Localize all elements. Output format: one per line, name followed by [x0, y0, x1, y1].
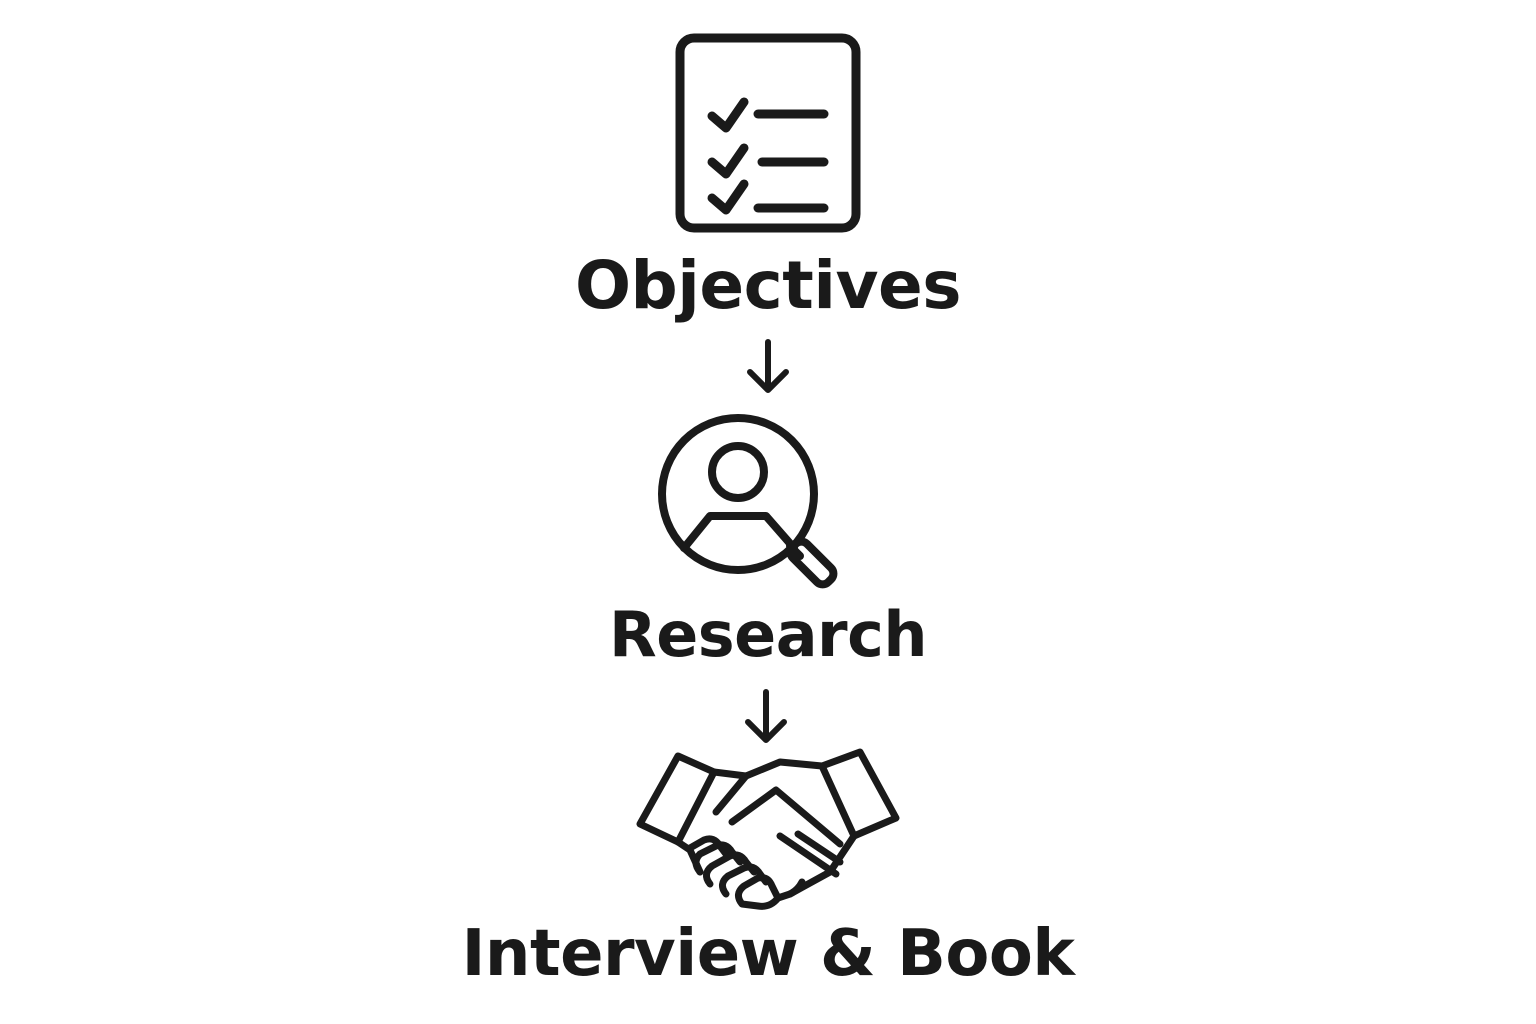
handshake-icon	[636, 748, 900, 910]
person-search-icon	[658, 414, 838, 589]
step-label-objectives: Objectives	[574, 247, 962, 324]
checklist-icon	[675, 33, 861, 233]
step-label-interview-book: Interview & Book	[461, 917, 1075, 991]
step-label-research: Research	[608, 598, 928, 671]
arrow-down-icon	[747, 339, 789, 393]
arrow-down-icon	[745, 689, 787, 743]
